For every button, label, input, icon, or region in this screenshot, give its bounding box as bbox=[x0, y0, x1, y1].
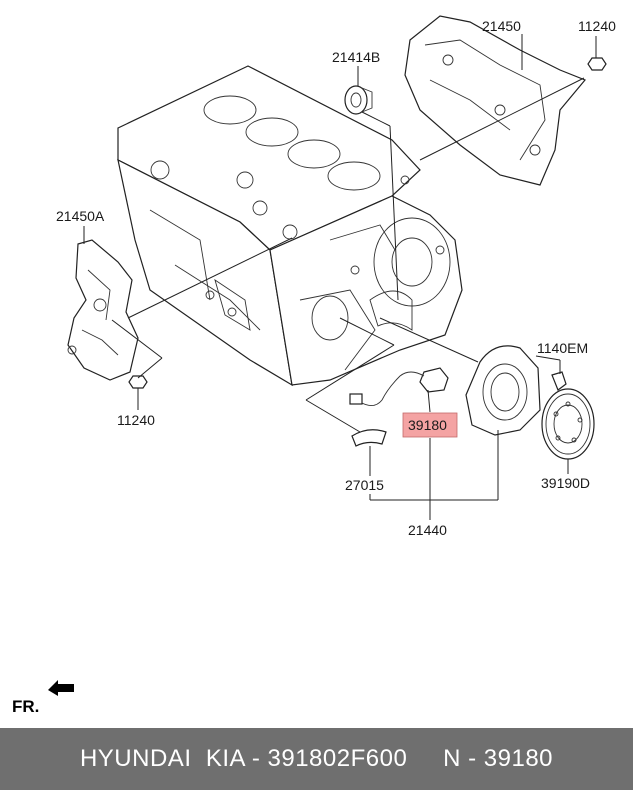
label-1140em: 1140EM bbox=[537, 340, 588, 356]
front-direction-marker: FR. bbox=[12, 680, 74, 716]
seal-21414b bbox=[344, 85, 373, 115]
label-39180: 39180 bbox=[408, 417, 447, 433]
crankshaft-position-sensor bbox=[349, 367, 449, 406]
label-21414b: 21414B bbox=[332, 49, 380, 65]
parts-diagram: 21450 11240 21414B 21450A 11240 1140EM 3… bbox=[12, 15, 616, 716]
bolt-11240-top bbox=[587, 57, 607, 71]
highlight-39180 bbox=[402, 412, 458, 438]
thrust-bearing-27015 bbox=[351, 429, 387, 447]
footer-bar: HYUNDAI KIA - 391802F600 N - 39180 bbox=[0, 728, 633, 790]
leader-lines bbox=[83, 34, 597, 520]
oil-pan-cover-part bbox=[404, 15, 586, 186]
label-27015: 27015 bbox=[345, 477, 384, 493]
label-21450a: 21450A bbox=[56, 208, 105, 224]
label-11240-left: 11240 bbox=[117, 412, 155, 428]
label-11240-top: 11240 bbox=[578, 18, 616, 34]
label-39190d: 39190D bbox=[541, 475, 590, 491]
label-21440: 21440 bbox=[408, 522, 447, 538]
front-cover-part bbox=[67, 239, 139, 381]
target-wheel bbox=[541, 388, 595, 460]
front-arrow-icon bbox=[48, 680, 74, 696]
label-21450: 21450 bbox=[482, 18, 521, 34]
footer-part-number: HYUNDAI KIA - 391802F600 N - 39180 bbox=[79, 745, 554, 772]
engine-block bbox=[117, 65, 463, 387]
bolt-1140em bbox=[551, 371, 567, 391]
rear-seal-housing bbox=[465, 345, 541, 436]
bolt-11240-left bbox=[128, 375, 148, 389]
front-label: FR. bbox=[12, 697, 39, 716]
